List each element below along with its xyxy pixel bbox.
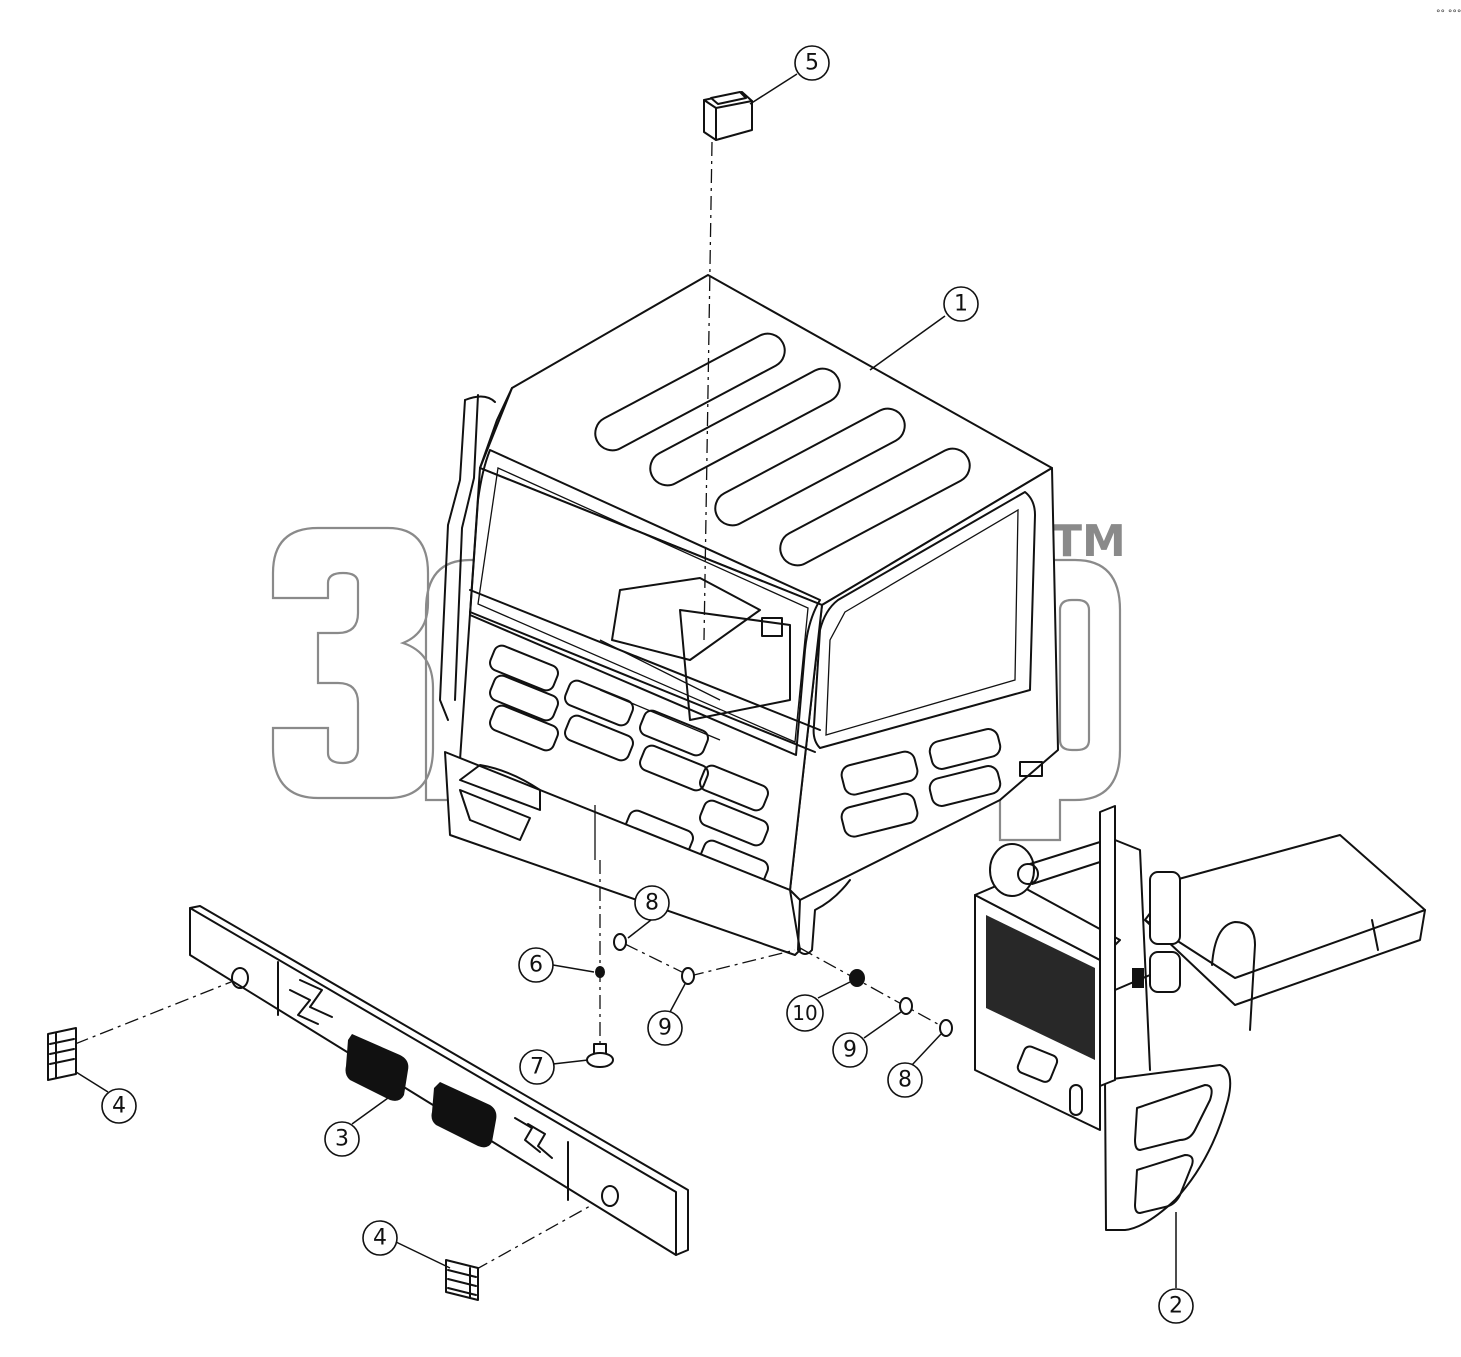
callout-1: 1 <box>943 286 979 322</box>
callout-4a: 4 <box>101 1088 137 1124</box>
watermark-tm: TM <box>1052 516 1126 567</box>
callout-4b-label: 4 <box>373 1226 387 1251</box>
callout-9a: 9 <box>647 1010 683 1046</box>
callout-8a: 8 <box>634 885 670 921</box>
callout-10-label: 10 <box>792 1001 817 1025</box>
part-9-washer-a <box>681 967 695 985</box>
part-9-washer-b <box>899 997 913 1015</box>
leader-lines <box>75 73 1177 1288</box>
callout-6-label: 6 <box>529 953 543 978</box>
callout-4a-label: 4 <box>112 1094 126 1119</box>
callout-2: 2 <box>1158 1288 1194 1324</box>
callout-9a-label: 9 <box>658 1016 672 1041</box>
part-1-cab <box>439 274 1059 956</box>
callout-1-label: 1 <box>954 292 968 317</box>
part-6-nut <box>595 966 605 978</box>
part-7-bolt <box>586 1043 614 1068</box>
part-8-washer-b <box>939 1019 953 1037</box>
callout-3: 3 <box>324 1121 360 1157</box>
callout-10: 10 <box>786 994 824 1032</box>
radiator-core <box>986 915 1095 1060</box>
callout-2-label: 2 <box>1169 1294 1183 1319</box>
callout-8b: 8 <box>887 1062 923 1098</box>
center-lines <box>74 141 946 1271</box>
callout-9b: 9 <box>832 1032 868 1068</box>
callout-3-label: 3 <box>335 1127 349 1152</box>
callout-5: 5 <box>794 45 830 81</box>
callout-6: 6 <box>518 947 554 983</box>
callout-9b-label: 9 <box>843 1038 857 1063</box>
corner-mark: °° °°° <box>1436 9 1461 19</box>
part-4-grille-right <box>445 1259 479 1301</box>
part-10-spacer <box>849 969 865 987</box>
part-4-grille-left <box>47 1027 77 1081</box>
callout-8b-label: 8 <box>898 1068 912 1093</box>
part-2-platform <box>974 805 1426 1231</box>
callout-8a-label: 8 <box>645 891 659 916</box>
part-8-washer-a <box>613 933 627 951</box>
hardware-parts <box>586 933 953 1068</box>
part-3-bumper <box>189 905 689 1256</box>
callout-4b: 4 <box>362 1220 398 1256</box>
callout-7: 7 <box>519 1049 555 1085</box>
callout-7-label: 7 <box>530 1055 544 1080</box>
callout-5-label: 5 <box>805 51 819 76</box>
part-5-cap <box>703 91 753 141</box>
